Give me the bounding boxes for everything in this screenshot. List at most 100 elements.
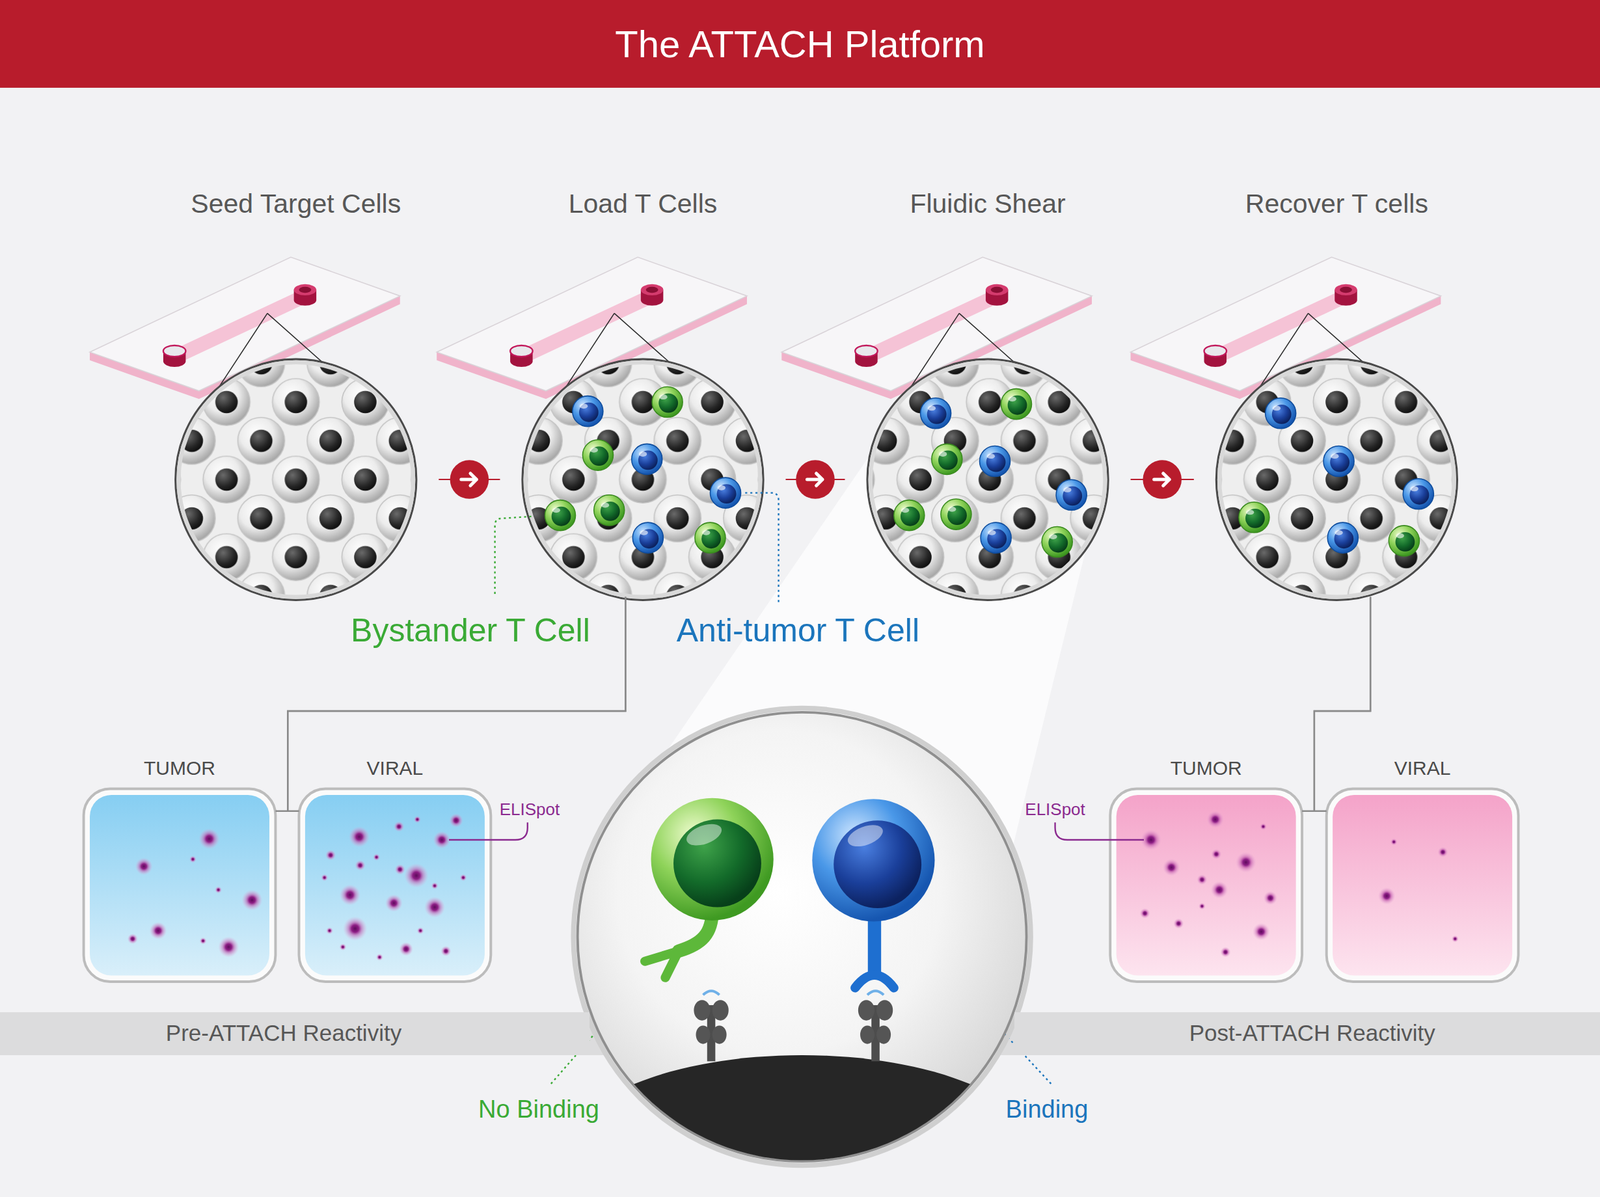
elispot-spot xyxy=(393,821,405,833)
illustration-part xyxy=(743,493,779,603)
elispot-well: VIRAL xyxy=(298,757,491,982)
illustration-part xyxy=(305,795,485,977)
illustration-part xyxy=(565,798,1040,1197)
illustration-part xyxy=(520,357,766,602)
illustration-part xyxy=(525,362,761,598)
elispot-spot xyxy=(339,943,347,951)
elispot-spot xyxy=(348,826,370,848)
illustration-part xyxy=(979,445,1011,477)
bracket-line xyxy=(1301,596,1371,811)
binding-zoom xyxy=(565,708,1040,1197)
bracket-line xyxy=(275,596,626,811)
illustration-part xyxy=(833,820,922,909)
elispot-spot xyxy=(376,953,384,962)
well-heading: TUMOR xyxy=(1170,757,1243,781)
zoom-circles xyxy=(173,357,1460,602)
illustration-part xyxy=(1402,478,1434,510)
elispot-spot xyxy=(342,916,367,941)
arrow-disc xyxy=(450,460,490,500)
illustration-part xyxy=(544,500,576,531)
illustration-part xyxy=(520,357,766,602)
elispot-spot xyxy=(135,857,153,876)
illustration-part xyxy=(1238,502,1270,533)
band-text: Pre-ATTACH Reactivity xyxy=(165,1020,402,1047)
bracket-connector xyxy=(1314,596,1371,811)
elispot-spot xyxy=(1252,923,1271,941)
illustration-part xyxy=(572,396,604,427)
elispot-spot xyxy=(394,864,406,875)
bracket-connector xyxy=(287,596,626,811)
illustration-part xyxy=(651,387,683,418)
illustration-part xyxy=(673,819,762,908)
illustration-part xyxy=(1327,522,1358,554)
elispot-spot xyxy=(1162,858,1181,877)
illustration-part xyxy=(867,913,882,972)
illustration-part xyxy=(495,516,533,595)
bracket-connector xyxy=(1301,596,1371,811)
well-heading: VIRAL xyxy=(1394,757,1451,781)
illustration-part xyxy=(173,357,419,602)
illustration-part xyxy=(940,499,972,530)
binding-label: Binding xyxy=(1005,1097,1089,1122)
arrow-head xyxy=(461,473,477,487)
reactivity-band: Post-ATTACH Reactivity xyxy=(1014,1012,1600,1056)
elispot-spot xyxy=(189,855,197,863)
well-heading: TUMOR xyxy=(143,757,216,781)
illustration-part xyxy=(173,357,419,602)
illustration-part xyxy=(920,398,952,429)
step-heading: Recover T cells xyxy=(1245,188,1429,220)
illustration-part xyxy=(1041,526,1073,557)
illustration-part xyxy=(448,822,528,841)
illustration-part xyxy=(693,990,729,1062)
step-heading: Fluidic Shear xyxy=(909,188,1066,220)
elispot-spot xyxy=(1139,908,1151,919)
elispot-spot xyxy=(372,853,380,861)
illustration-part xyxy=(298,789,491,982)
illustration-part xyxy=(1000,389,1032,420)
elispot-spot xyxy=(440,946,451,957)
elispot-spot xyxy=(241,890,263,911)
illustration-part xyxy=(178,362,414,598)
step-panel: Recover T cells xyxy=(1193,188,1480,597)
illustration-part xyxy=(1214,357,1459,602)
elispot-spot xyxy=(320,874,328,882)
illustration-part xyxy=(894,500,925,531)
step-panel: Seed Target Cells xyxy=(152,188,439,597)
illustration-part xyxy=(644,951,679,978)
illustration-part xyxy=(565,1055,1040,1197)
elispot-spot xyxy=(413,815,421,824)
elispot-well: TUMOR xyxy=(1110,757,1302,982)
arrow-head xyxy=(1154,473,1170,487)
illustration-part xyxy=(1214,357,1459,602)
elispot-spot xyxy=(1451,935,1459,943)
illustration-part xyxy=(1323,445,1355,477)
bracket-line xyxy=(1314,596,1371,811)
elispot-spot xyxy=(1235,851,1257,873)
illustration-part xyxy=(694,522,726,554)
elispot-spot xyxy=(1206,810,1224,829)
assay-label: ELISpot xyxy=(499,800,561,818)
cell-type-label: Bystander T Cell xyxy=(350,614,591,647)
elispot-spot xyxy=(339,884,361,906)
binding-label: No Binding xyxy=(478,1097,600,1122)
elispot-spot xyxy=(460,874,468,882)
elispot-spot xyxy=(385,894,403,913)
illustration-part xyxy=(1110,789,1302,982)
well-heading: VIRAL xyxy=(366,757,424,781)
elispot-spot xyxy=(1378,887,1396,906)
arrow-disc-fill xyxy=(795,460,835,500)
elispot-spot xyxy=(433,831,451,850)
assay-label: ELISpot xyxy=(1024,800,1086,818)
elispot-spot xyxy=(417,927,425,935)
elispot-spot xyxy=(1220,947,1231,958)
elispot-spot xyxy=(325,927,334,935)
illustration-part xyxy=(858,990,893,1062)
illustration-part xyxy=(651,798,774,921)
elispot-spot xyxy=(1196,874,1207,885)
arrow-disc xyxy=(795,460,835,500)
elispot-well: VIRAL xyxy=(1326,757,1519,982)
elispot-spot xyxy=(424,897,446,919)
illustration-part xyxy=(594,495,625,526)
elispot-spot xyxy=(355,860,366,871)
